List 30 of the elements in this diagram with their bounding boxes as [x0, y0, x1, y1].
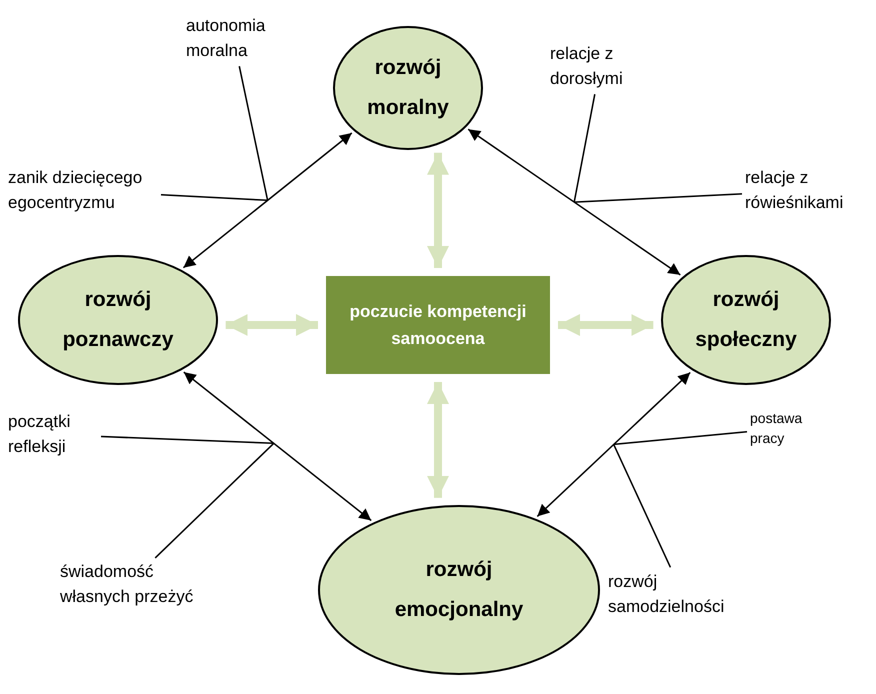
central-box [326, 276, 550, 374]
arrow [182, 132, 352, 268]
double-arrow [427, 152, 449, 268]
leader-line [613, 444, 672, 568]
double-arrow [226, 314, 318, 336]
leader-line [154, 442, 274, 558]
leader-line [614, 430, 748, 446]
leader-line [573, 94, 596, 202]
leader-text: relacje z rówieśnikami [745, 166, 870, 216]
leader-text: postawa pracy [750, 408, 815, 449]
leader-text: relacje z dorosłymi [550, 42, 650, 92]
double-arrow [427, 382, 449, 498]
leader-line [238, 66, 268, 200]
leader-line [160, 194, 268, 202]
ellipse-label: rozwój poznawczy [62, 287, 174, 353]
ellipse-label: rozwój moralny [366, 55, 450, 121]
arrow [183, 372, 372, 522]
box-label: poczucie kompetencji samoocena [348, 300, 528, 350]
ellipse-label: rozwój emocjonalny [394, 557, 524, 623]
leader-text: świadomość własnych przeżyć [60, 560, 195, 610]
leader-line [574, 193, 742, 203]
leader-text: zanik dziecięcego egocentryzmu [8, 166, 158, 216]
arrow [536, 372, 691, 517]
double-arrow [558, 314, 654, 336]
arrow [468, 128, 681, 276]
leader-text: początki refleksji [8, 410, 98, 460]
leader-text: rozwój samodzielności [608, 570, 758, 620]
leader-text: autonomia moralna [186, 14, 281, 64]
ellipse-label: rozwój społeczny [694, 287, 798, 353]
leader-line [100, 436, 274, 444]
